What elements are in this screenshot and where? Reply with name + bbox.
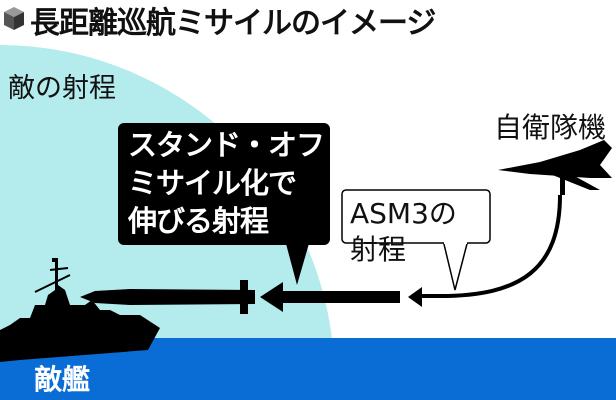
enemy-range-label: 敵の射程	[8, 73, 116, 104]
asm3-label: ASM3の 射程	[350, 196, 457, 268]
arrowhead-stand-off	[260, 282, 283, 312]
enemy-ship-icon	[0, 258, 160, 362]
arrowhead-asm3	[408, 287, 422, 307]
stand-off-line-2: ミサイル化で	[128, 166, 297, 200]
stand-off-label: スタンド・オフ・ ミサイル化で 伸びる射程	[128, 126, 353, 240]
stand-off-line-1: スタンド・オフ・	[128, 128, 353, 162]
asm3-line-2: 射程	[350, 233, 407, 266]
cruise-missile-icon	[80, 280, 255, 314]
page-title: 長距離巡航ミサイルのイメージ	[30, 6, 436, 41]
asm3-line-1: ASM3の	[350, 197, 457, 230]
stand-off-callout	[118, 123, 330, 285]
asm3-flight-path	[420, 194, 562, 298]
stand-off-line-3: 伸びる射程	[128, 204, 269, 238]
jsdf-aircraft-label: 自衛隊機	[494, 111, 607, 144]
cube-icon	[4, 7, 24, 30]
asm3-callout	[341, 189, 491, 291]
enemy-ship-label: 敵艦	[34, 363, 91, 396]
jet-fighter-icon	[498, 140, 612, 195]
stand-off-arrow-shaft	[280, 291, 400, 303]
